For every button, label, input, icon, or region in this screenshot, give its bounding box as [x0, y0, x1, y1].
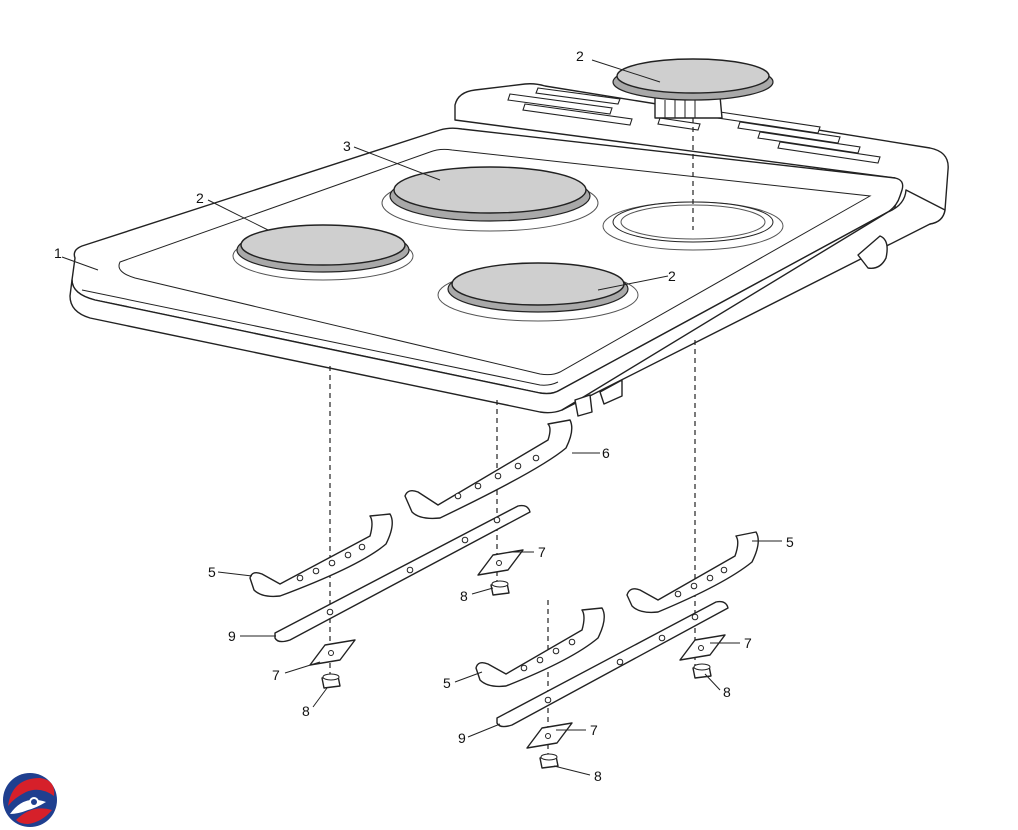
callout-8-a: 8	[460, 588, 468, 604]
callout-6: 6	[602, 445, 610, 461]
callout-7-b: 7	[272, 667, 280, 683]
callout-9-left: 9	[228, 628, 236, 644]
back-left-burner-large	[381, 166, 599, 232]
callout-5-bottom: 5	[443, 675, 451, 691]
exploded-burner	[612, 58, 774, 119]
bracket-6	[404, 419, 573, 520]
callout-2-right: 2	[668, 268, 676, 284]
clip-7-left-low	[309, 639, 356, 666]
callout-8-c: 8	[723, 684, 731, 700]
callout-7-a: 7	[538, 544, 546, 560]
clip-7-left-up	[477, 549, 524, 576]
callout-9-right: 9	[458, 730, 466, 746]
leader-lines	[61, 59, 782, 776]
nut-8-left-up	[490, 580, 510, 596]
back-vent-slots	[507, 87, 881, 164]
callout-5-left: 5	[208, 564, 216, 580]
callout-8-b: 8	[302, 703, 310, 719]
callout-7-c: 7	[744, 635, 752, 651]
bracket-5-bottom	[475, 607, 605, 688]
callout-2-left: 2	[196, 190, 204, 206]
callout-7-d: 7	[590, 722, 598, 738]
callout-5-right: 5	[786, 534, 794, 550]
brand-swirl-logo	[3, 773, 57, 827]
bracket-5-right	[626, 531, 759, 614]
cooktop-panel	[69, 83, 949, 417]
nut-8-right-low	[539, 753, 559, 769]
rail-9-right	[496, 600, 729, 728]
callout-3: 3	[343, 138, 351, 154]
front-left-burner	[232, 224, 414, 281]
nut-8-left	[321, 673, 341, 689]
callout-2-top: 2	[576, 48, 584, 64]
nut-8-right-up	[692, 663, 712, 679]
clip-7-right-up	[679, 634, 726, 661]
callout-1: 1	[54, 245, 62, 261]
rail-9-left	[274, 504, 531, 643]
front-right-burner	[437, 262, 639, 322]
callout-8-d: 8	[594, 768, 602, 784]
callout-labels: 2 1 2 3 2 6 5 5 5 9 9 7 7 7 7 8 8 8 8	[54, 48, 794, 784]
clip-7-right-low	[526, 722, 573, 749]
bracket-5-left	[249, 513, 393, 598]
